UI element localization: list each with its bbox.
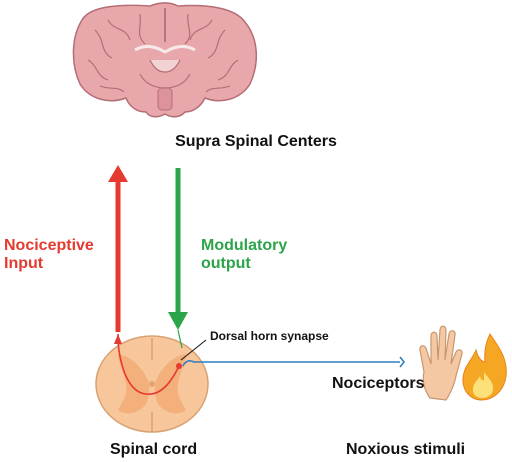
- ascending-arrow: [108, 165, 128, 332]
- dorsal-leader-line: [180, 339, 207, 361]
- spinal-cord-label: Spinal cord: [110, 441, 198, 458]
- brain-icon: [72, 2, 258, 118]
- dorsal-horn-label: Dorsal horn synapse: [210, 329, 329, 343]
- hand-icon: [419, 325, 463, 401]
- noxious-stimuli-label: Noxious stimuli: [346, 441, 466, 458]
- descending-arrow: [168, 168, 188, 330]
- modulatory-output-label: Modulatory output: [201, 237, 287, 274]
- supra-spinal-label: Supra Spinal Centers: [175, 133, 337, 150]
- nerve-fiber: [182, 356, 406, 368]
- nociceptive-line-1: Nociceptive: [4, 237, 94, 254]
- flame-icon: [462, 333, 507, 401]
- nociceptors-label: Nociceptors: [332, 375, 425, 392]
- spinal-cord-icon: [95, 329, 209, 433]
- nociceptive-input-label: Nociceptive Input: [4, 237, 94, 274]
- modulatory-line-1: Modulatory: [201, 237, 288, 254]
- modulatory-line-2: output: [201, 255, 251, 273]
- nociceptive-line-2: Input: [4, 255, 44, 273]
